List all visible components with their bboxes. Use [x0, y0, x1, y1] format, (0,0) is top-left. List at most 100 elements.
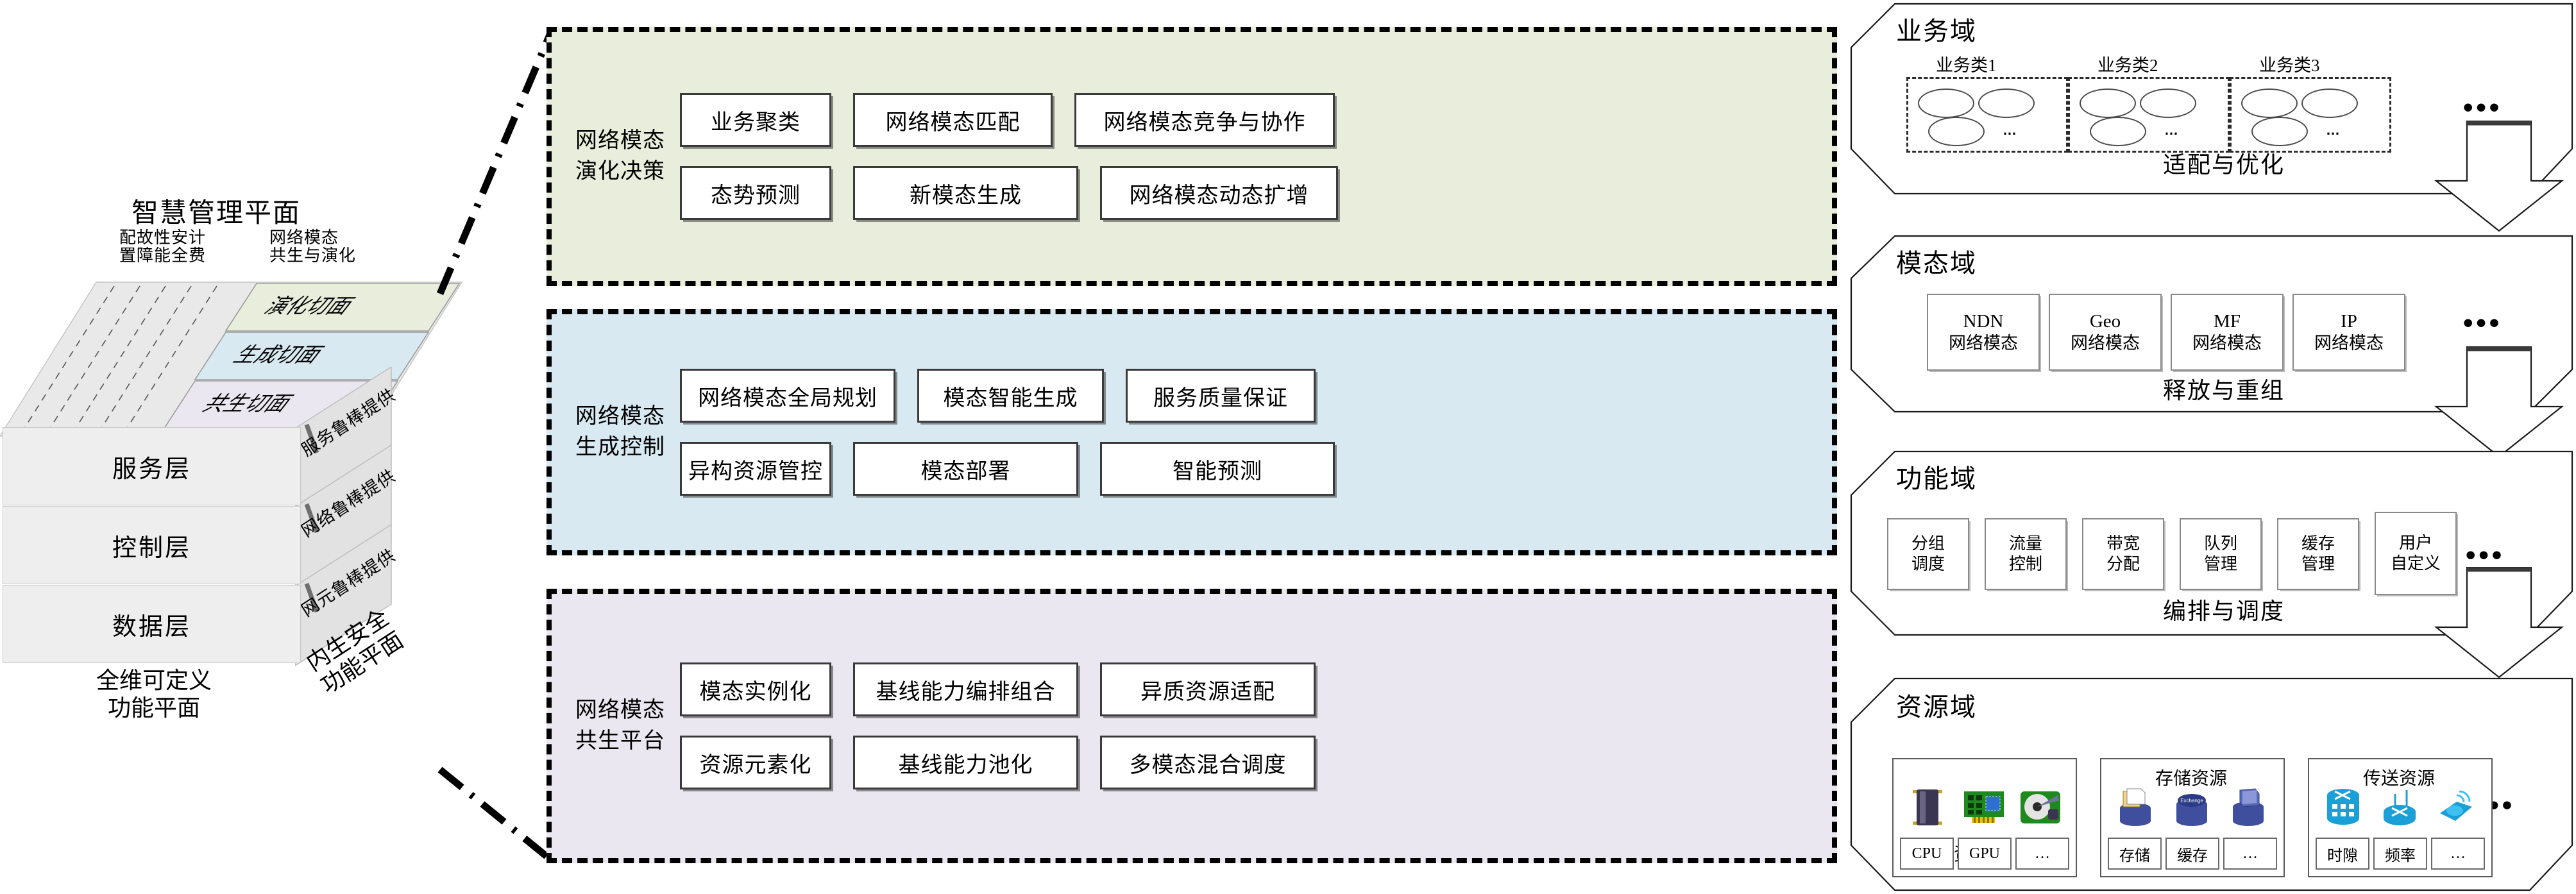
resource-tag[interactable]: 存储: [2108, 838, 2162, 870]
modal-type-subtitle: 网络模态: [2071, 333, 2140, 353]
panel-network-modal-generation-control: 网络模态生成控制 网络模态全局规划模态智能生成服务质量保证异构资源管控模态部署智…: [547, 309, 1837, 555]
capability-cell[interactable]: 多模态混合调度: [1100, 736, 1316, 789]
gpu-card-icon: [1960, 786, 2008, 829]
resource-tag[interactable]: 时隙: [2316, 838, 2369, 870]
modal-type-name: IP: [2341, 311, 2357, 332]
panel-symbiosis-title-line-1: 共生平台: [575, 729, 665, 753]
function-capability-line-1: 管理: [2203, 555, 2237, 573]
resource-tag[interactable]: 缓存: [2165, 838, 2219, 870]
modal-type-subtitle: 网络模态: [1949, 333, 2018, 353]
service-instance-ellipse: [1978, 89, 2035, 118]
exchange-db-icon: Exchange: [2168, 786, 2216, 829]
panel-cells-evolution: 业务聚类网络模态匹配网络模态竞争与协作态势预测新模态生成网络模态动态扩增: [675, 93, 1832, 220]
resource-group-title: 传送资源: [2362, 769, 2435, 789]
resource-tag[interactable]: 频率: [2373, 838, 2427, 870]
function-capability-line-0: 分组: [1911, 534, 1945, 553]
panel-symbiosis-row-1: 资源元素化基线能力池化多模态混合调度: [680, 736, 1810, 789]
capability-cell[interactable]: 基线能力编排组合: [853, 662, 1078, 716]
layer-data: 数据层: [3, 585, 301, 663]
function-capability-line-0: 队列: [2203, 534, 2237, 553]
business-class-box[interactable]: [2230, 77, 2391, 153]
resource-tag[interactable]: GPU: [1958, 838, 2012, 870]
panel-title-generation: 网络模态生成控制: [566, 401, 675, 464]
book-storage-icon: [2224, 786, 2272, 829]
capability-cell[interactable]: 模态部署: [853, 442, 1078, 496]
function-capability-line-1: 调度: [1911, 555, 1945, 573]
panel-generation-row-1: 异构资源管控模态部署智能预测: [680, 442, 1810, 496]
capability-cell[interactable]: 资源元素化: [680, 736, 831, 789]
service-instance-ellipse: [2090, 117, 2146, 146]
capability-cell[interactable]: 基线能力池化: [853, 736, 1078, 789]
panel-cells-generation: 网络模态全局规划模态智能生成服务质量保证异构资源管控模态部署智能预测: [675, 369, 1832, 496]
service-instance-ellipse: [1928, 117, 1985, 146]
router-icon: [2376, 786, 2423, 829]
resource-tag[interactable]: …: [2015, 838, 2069, 870]
arrow-orchestrate-schedule: [2434, 567, 2564, 679]
capability-cell[interactable]: 新模态生成: [853, 166, 1078, 220]
panel-generation-title-line-0: 网络模态: [575, 404, 665, 428]
function-capability-line-0: 流量: [2008, 534, 2042, 553]
modal-evolution-line-0: 网络模态: [269, 228, 339, 247]
business-class-more-dots: …: [2003, 122, 2018, 138]
modal-type-name: NDN: [1963, 311, 2004, 332]
business-class-more-dots: …: [2326, 122, 2341, 138]
modal-evolution-label: 网络模态共生与演化: [269, 228, 357, 266]
disk-drive-icon: [2017, 786, 2064, 829]
wireless-ap-icon: [2432, 786, 2480, 829]
service-instance-ellipse: [1918, 89, 1974, 118]
function-capability-box[interactable]: 缓存管理: [2277, 518, 2359, 590]
function-capability-box[interactable]: 流量控制: [1985, 518, 2067, 590]
capability-cell[interactable]: 服务质量保证: [1126, 369, 1316, 423]
service-instance-ellipse: [2241, 89, 2298, 118]
arrow-adapt-optimize: [2434, 121, 2564, 232]
resource-tag[interactable]: …: [2223, 838, 2277, 870]
layer-service: 服务层: [3, 427, 301, 505]
fcaps-line-1: 置障能全费: [119, 246, 207, 266]
capability-cell[interactable]: 网络模态竞争与协作: [1074, 93, 1335, 147]
function-capability-box[interactable]: 分组调度: [1887, 518, 1969, 590]
connector-lines: [436, 31, 554, 863]
arrow-label-release-regroup: 释放与重组: [2163, 378, 2285, 403]
business-class-label: 业务类1: [1936, 56, 1997, 75]
function-capability-box[interactable]: 用户自定义: [2375, 512, 2457, 595]
business-class-box[interactable]: [1906, 77, 2068, 153]
function-capability-line-0: 缓存: [2301, 534, 2335, 553]
capability-cell[interactable]: 网络模态动态扩增: [1100, 166, 1338, 220]
capability-cell[interactable]: 异构资源管控: [680, 442, 831, 496]
capability-cell[interactable]: 态势预测: [680, 166, 831, 220]
panel-evolution-title-line-0: 网络模态: [575, 128, 665, 153]
function-capability-box[interactable]: 队列管理: [2180, 518, 2262, 590]
full-dimension-plane-caption: 全维可定义功能平面: [19, 667, 289, 722]
function-capability-line-1: 管理: [2301, 555, 2335, 573]
function-capability-box[interactable]: 带宽分配: [2082, 518, 2164, 590]
business-class-box[interactable]: [2068, 77, 2230, 153]
arrow-label-adapt-optimize: 适配与优化: [2163, 152, 2285, 178]
modal-evolution-line-1: 共生与演化: [269, 246, 357, 266]
capability-cell[interactable]: 业务聚类: [680, 93, 831, 147]
panel-title-symbiosis: 网络模态共生平台: [566, 695, 675, 757]
resource-tag[interactable]: …: [2431, 838, 2485, 870]
capability-cell[interactable]: 模态实例化: [680, 662, 831, 716]
domain-business-ellipsis-dots: •••: [2463, 92, 2503, 123]
full-dimension-caption-line-1: 功能平面: [107, 695, 200, 721]
capability-cell[interactable]: 网络模态全局规划: [680, 369, 895, 423]
capability-cell[interactable]: 网络模态匹配: [853, 93, 1053, 147]
capability-cell[interactable]: 异质资源适配: [1100, 662, 1316, 716]
capability-cell[interactable]: 模态智能生成: [917, 369, 1104, 423]
management-plane-title: 智慧管理平面: [131, 199, 301, 228]
domain-modal-ellipsis-dots: •••: [2463, 307, 2503, 339]
domain-resource-title: 资源域: [1896, 693, 1977, 721]
panel-title-evolution: 网络模态演化决策: [566, 126, 675, 188]
capability-cell[interactable]: 智能预测: [1100, 442, 1335, 496]
service-instance-ellipse: [2251, 117, 2308, 146]
resource-tag[interactable]: CPU: [1900, 838, 1954, 870]
service-instance-ellipse: [2140, 89, 2196, 118]
file-storage-icon: [2112, 786, 2159, 829]
panel-symbiosis-row-0: 模态实例化基线能力编排组合异质资源适配: [680, 662, 1810, 716]
